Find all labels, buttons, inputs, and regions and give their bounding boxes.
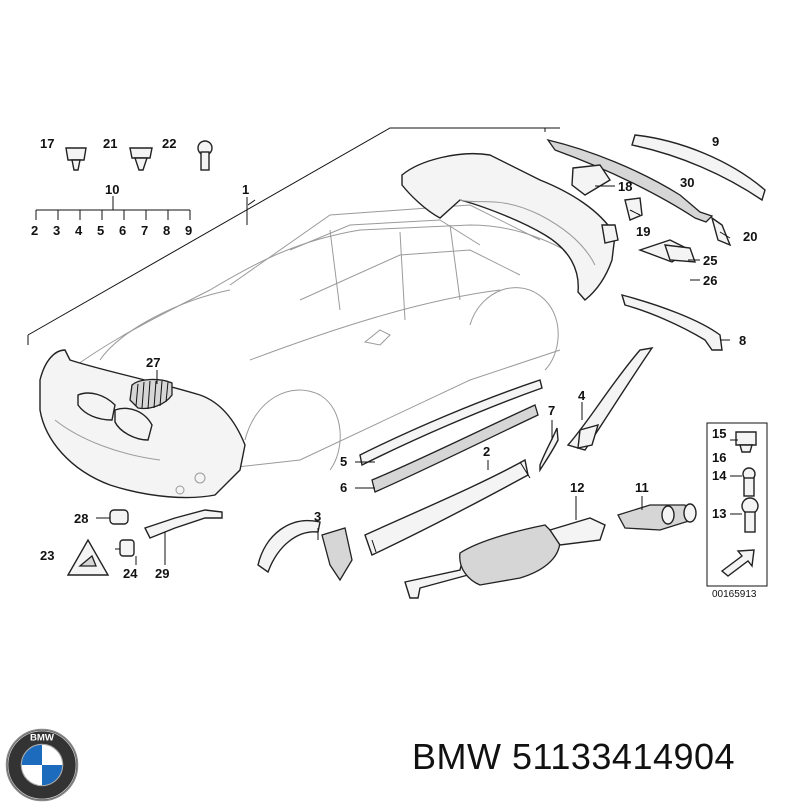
- drawing-number: 00165913: [712, 589, 757, 600]
- sub-callout-3: 3: [53, 223, 60, 238]
- callout-27: 27: [146, 355, 160, 370]
- callout-13: 13: [712, 506, 726, 521]
- callout-17: 17: [40, 136, 54, 151]
- bmw-logo: BMW: [5, 728, 79, 802]
- callout-18: 18: [618, 179, 632, 194]
- callout-6: 6: [340, 480, 347, 495]
- callout-labels: 17 21 22 10 1 2 3 4 5 6 7 8 9 9 18 30 19…: [31, 134, 757, 600]
- callout-5: 5: [340, 454, 347, 469]
- callout-4: 4: [578, 388, 586, 403]
- callout-24: 24: [123, 566, 138, 581]
- callout-29: 29: [155, 566, 169, 581]
- fastener-21: [129, 147, 153, 171]
- callout-1: 1: [242, 182, 249, 197]
- callout-8: 8: [739, 333, 746, 348]
- callout-30: 30: [680, 175, 694, 190]
- screw-22: [197, 140, 213, 171]
- fastener-panel: [706, 422, 768, 587]
- part-caption: BMW 51133414904: [412, 736, 735, 778]
- callout-28: 28: [74, 511, 88, 526]
- callout-16: 16: [712, 450, 726, 465]
- sub-callout-7: 7: [141, 223, 148, 238]
- sub-callout-6: 6: [119, 223, 126, 238]
- callout-19: 19: [636, 224, 650, 239]
- svg-text:BMW: BMW: [30, 733, 55, 744]
- side-sills: [359, 379, 543, 556]
- sub-callout-4: 4: [75, 223, 83, 238]
- rear-bumper: [401, 153, 616, 301]
- bracket-8: [620, 294, 723, 351]
- callout-7: 7: [548, 403, 555, 418]
- grille-27: [129, 378, 173, 410]
- wheel-arch-trims: [257, 347, 654, 582]
- leader-lines: [35, 185, 742, 565]
- car-body-outline: [44, 204, 591, 471]
- sub-callout-9: 9: [185, 223, 192, 238]
- callout-10: 10: [105, 182, 119, 197]
- callout-12: 12: [570, 480, 584, 495]
- callout-2: 2: [483, 444, 490, 459]
- callout-23: 23: [40, 548, 54, 563]
- exhaust-system: [404, 503, 697, 599]
- callout-20: 20: [743, 229, 757, 244]
- part-number: 51133414904: [512, 736, 736, 777]
- front-bumper: [39, 349, 246, 499]
- callout-15: 15: [712, 426, 726, 441]
- brand-name: BMW: [412, 736, 502, 777]
- rear-trim-strips: [546, 134, 766, 263]
- callout-21: 21: [103, 136, 117, 151]
- sub-callout-2: 2: [31, 223, 38, 238]
- fastener-17: [65, 147, 87, 171]
- callout-3: 3: [314, 509, 321, 524]
- callout-11: 11: [635, 480, 649, 495]
- park-sensors: [109, 509, 223, 557]
- callout-14: 14: [712, 468, 727, 483]
- warning-triangle-23: [66, 538, 110, 576]
- callout-25: 25: [703, 253, 717, 268]
- callout-26: 26: [703, 273, 717, 288]
- callout-9: 9: [712, 134, 719, 149]
- sub-callout-5: 5: [97, 223, 104, 238]
- callout-22: 22: [162, 136, 176, 151]
- sub-callout-8: 8: [163, 223, 170, 238]
